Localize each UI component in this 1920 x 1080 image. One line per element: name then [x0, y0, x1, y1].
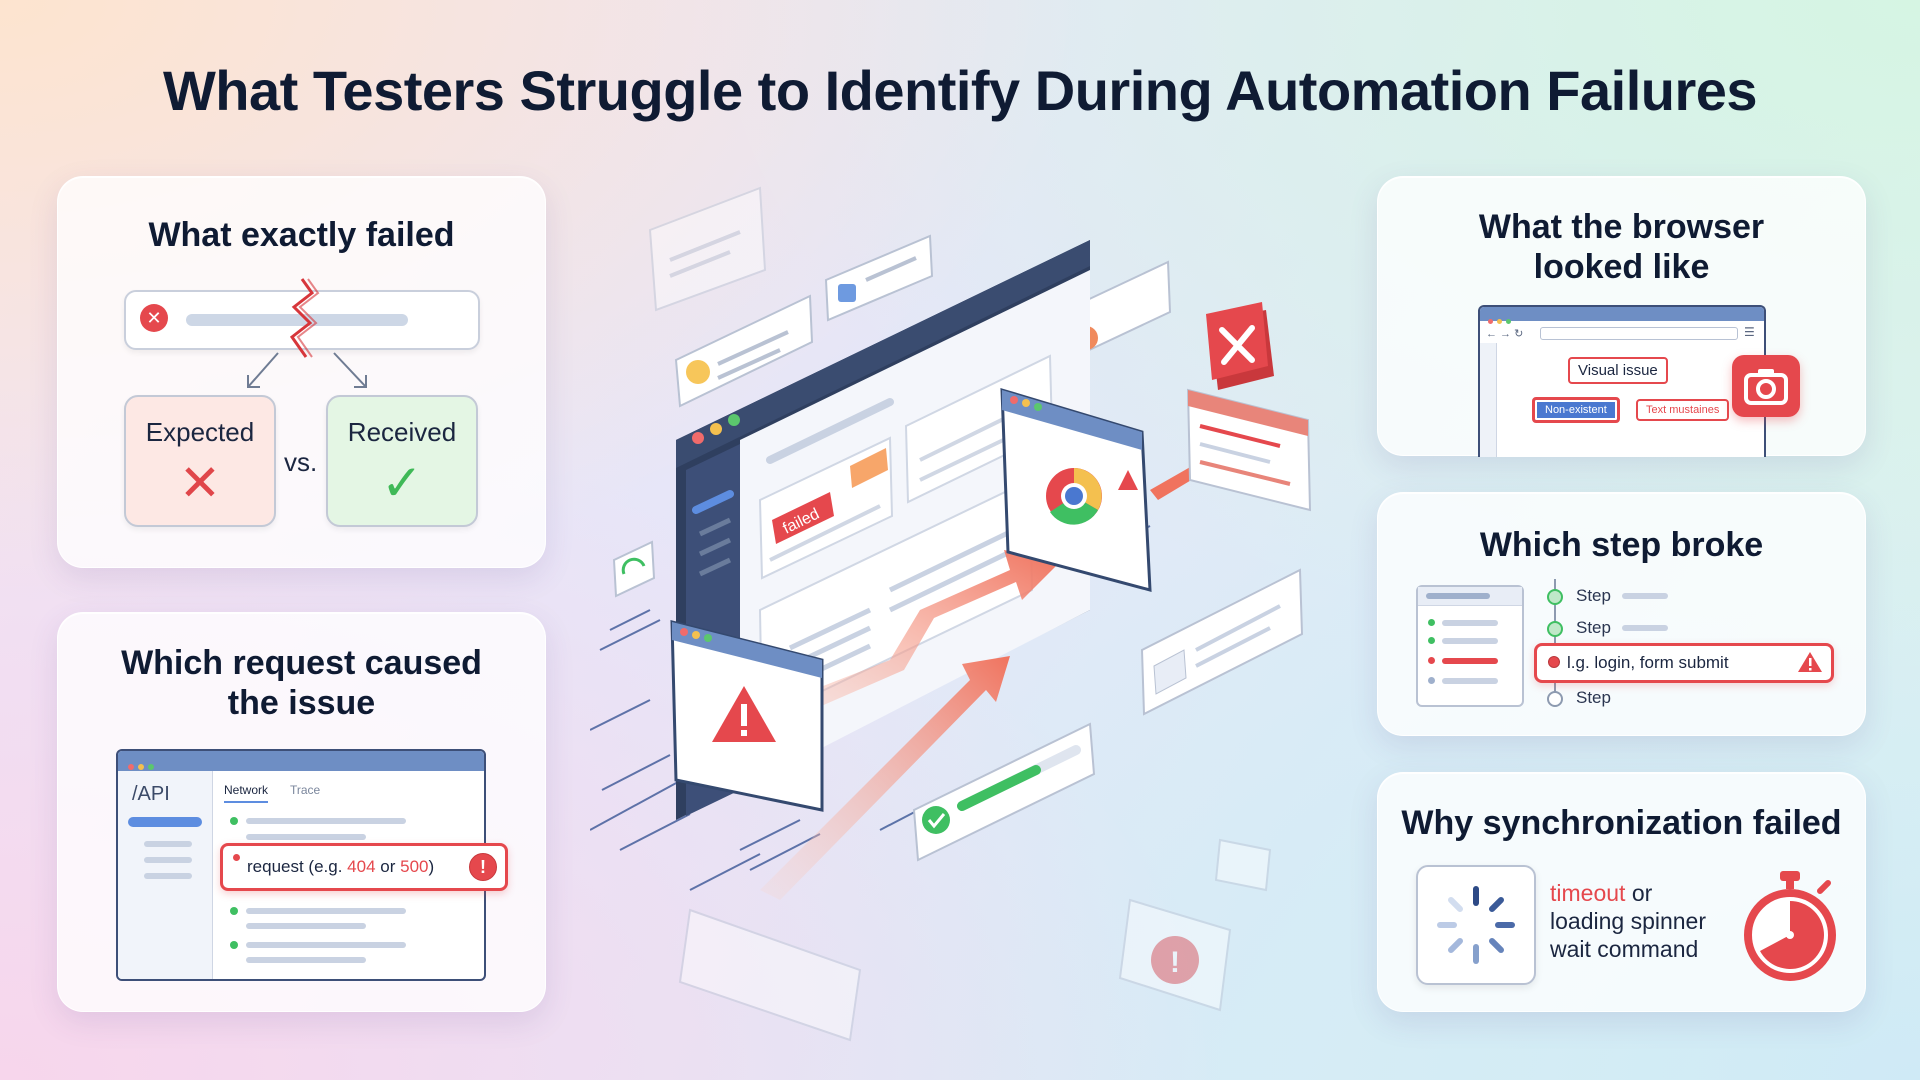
- tab-network[interactable]: Network: [224, 783, 269, 803]
- received-label: Received: [347, 417, 457, 447]
- expected-label: Expected: [145, 417, 255, 447]
- window-titlebar: [118, 751, 484, 771]
- placeholder-line: [186, 314, 408, 326]
- card-why-sync: Why synchronization failed timeout or lo…: [1377, 772, 1866, 1012]
- step-label: Step: [1576, 688, 1611, 707]
- status-ok-dot: [230, 941, 238, 949]
- card-title-line1: What the browser: [1478, 208, 1765, 246]
- error-log-panel: [1186, 388, 1312, 512]
- card-title: What exactly failed: [148, 216, 455, 254]
- received-box: Received ✓: [326, 395, 478, 527]
- warning-window: [670, 620, 824, 812]
- sidebar-panel: /API: [118, 771, 213, 979]
- error-x-badge: [1206, 302, 1274, 390]
- step-pending-dot: [1547, 691, 1563, 707]
- devtools-window: /API Network Trace: [116, 749, 486, 981]
- card-which-request: Which request caused the issue /API Netw…: [57, 612, 546, 1012]
- status-ok-dot: [230, 817, 238, 825]
- error-icon: ✕: [140, 304, 168, 332]
- vs-label: vs.: [284, 447, 318, 477]
- visual-issue-tag: Visual issue: [1568, 357, 1668, 384]
- card-browser-looked: What the browser looked like ← → ↻ ☰ Vis…: [1377, 176, 1866, 457]
- spinner-box: [1416, 865, 1536, 985]
- status-ok-dot: [230, 907, 238, 915]
- step-label: Step: [1576, 618, 1611, 637]
- card-title: Which step broke: [1479, 526, 1764, 564]
- stopwatch-icon: [1744, 871, 1836, 981]
- floating-notes: [612, 234, 1172, 598]
- alert-icon: !: [469, 853, 497, 881]
- card-title-line1: Which request caused: [121, 644, 482, 682]
- browser-window: ← → ↻ ☰ Visual issue Non-existent Text m…: [1478, 305, 1766, 457]
- cross-icon: ✕: [179, 455, 221, 511]
- step-label: Step: [1576, 586, 1611, 605]
- card-title-line2: looked like: [1533, 248, 1710, 286]
- address-bar: [1540, 327, 1738, 340]
- test-file-panel: [1416, 585, 1524, 707]
- expected-box: Expected ✕: [124, 395, 276, 527]
- speed-lines: [590, 525, 1151, 891]
- nav-arrows-icon: ← → ↻: [1486, 328, 1524, 340]
- check-icon: ✓: [381, 455, 423, 511]
- isometric-test-illustration: ! failed: [590, 186, 1312, 1042]
- tab-trace[interactable]: Trace: [290, 783, 321, 797]
- background-panels: !: [648, 186, 1272, 1042]
- card-title: Why synchronization failed: [1401, 804, 1842, 842]
- loading-spinner-icon: [1437, 886, 1515, 964]
- step-passed-dot: [1547, 589, 1563, 605]
- camera-icon: [1732, 355, 1800, 417]
- selected-endpoint: [128, 817, 202, 827]
- chrome-browser-window: [1000, 387, 1152, 592]
- text-mistakes-element: Text mustaines: [1636, 399, 1730, 421]
- preview-panel: [1140, 568, 1304, 716]
- svg-text:!: !: [1170, 946, 1180, 979]
- warning-icon: [1798, 652, 1822, 672]
- card-what-exactly-failed: What exactly failed ✕ Expected ✕ vs. Rec…: [57, 176, 546, 568]
- card-which-step: Which step broke Step Step l.g. login, f…: [1377, 492, 1866, 736]
- non-existent-element: Non-existent: [1532, 397, 1620, 423]
- api-label: /API: [132, 783, 170, 805]
- step-passed-dot: [1547, 621, 1563, 637]
- crack-icon: [289, 278, 320, 358]
- broken-step-row[interactable]: l.g. login, form submit: [1534, 643, 1834, 683]
- page-title: What Testers Struggle to Identify During…: [162, 59, 1758, 122]
- menu-icon: ☰: [1744, 325, 1755, 339]
- broken-step-text: l.g. login, form submit: [1567, 653, 1729, 672]
- split-arrows-icon: [247, 352, 367, 388]
- flow-arrow: [760, 656, 1010, 900]
- card-title-line2: the issue: [227, 684, 376, 722]
- sync-reason-text: timeout or loading spinner wait command: [1550, 880, 1707, 962]
- request-text: request (e.g. 404 or 500): [247, 857, 435, 876]
- failed-request-row[interactable]: request (e.g. 404 or 500) !: [220, 843, 508, 891]
- progress-bar-card: [912, 722, 1096, 862]
